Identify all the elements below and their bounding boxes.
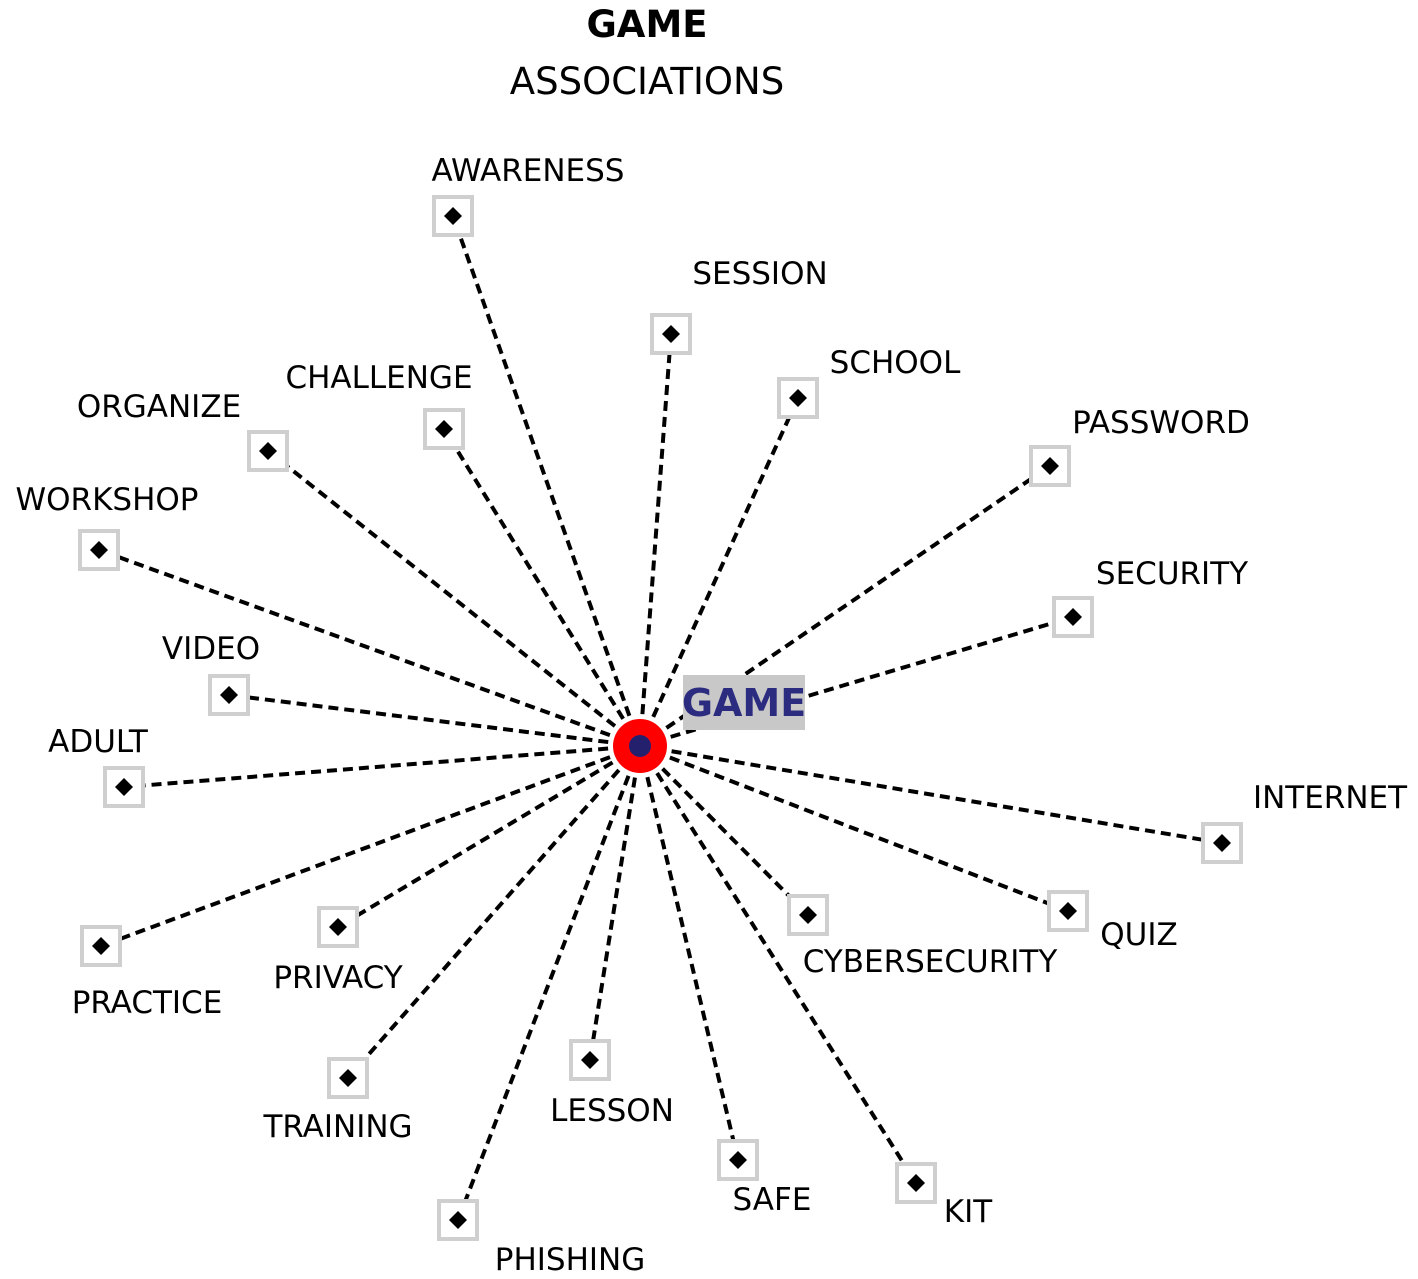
node-label-challenge: CHALLENGE <box>285 360 472 396</box>
node-marker-cybersecurity <box>799 906 817 924</box>
node-label-adult: ADULT <box>48 724 149 760</box>
spoke-cybersecurity <box>638 744 810 917</box>
spoke-security <box>639 615 1074 748</box>
node-marker-challenge <box>435 420 453 438</box>
node-label-phishing: PHISHING <box>495 1242 646 1278</box>
node-marker-quiz <box>1059 902 1077 920</box>
node-awareness: AWARENESS <box>432 153 625 237</box>
node-marker-training <box>339 1069 357 1087</box>
node-cybersecurity: CYBERSECURITY <box>787 894 1058 980</box>
node-password: PASSWORD <box>1029 405 1250 487</box>
node-label-internet: INTERNET <box>1253 780 1408 816</box>
diagram-subtitle: ASSOCIATIONS <box>510 60 784 103</box>
node-label-training: TRAINING <box>262 1109 412 1145</box>
spoke-challenge <box>442 427 642 748</box>
node-marker-lesson <box>581 1051 599 1069</box>
node-label-security: SECURITY <box>1096 556 1248 592</box>
node-label-privacy: PRIVACY <box>273 960 402 996</box>
node-label-awareness: AWARENESS <box>432 153 625 189</box>
spoke-phishing <box>456 745 642 1221</box>
node-marker-organize <box>259 442 277 460</box>
center-label-background <box>683 675 805 730</box>
node-lesson: LESSON <box>550 1039 674 1129</box>
node-video: VIDEO <box>162 631 260 716</box>
node-school: SCHOOL <box>777 345 961 419</box>
node-marker-workshop <box>90 541 108 559</box>
node-adult: ADULT <box>48 724 149 808</box>
spoke-organize <box>266 449 642 748</box>
spoke-privacy <box>336 744 642 929</box>
node-marker-video <box>220 686 238 704</box>
center-label: GAME <box>682 681 806 725</box>
node-privacy: PRIVACY <box>273 906 403 996</box>
center-dot <box>629 735 651 757</box>
node-marker-password <box>1041 457 1059 475</box>
node-label-password: PASSWORD <box>1072 405 1250 441</box>
node-training: TRAINING <box>262 1057 413 1145</box>
node-challenge: CHALLENGE <box>285 360 473 450</box>
node-box-training <box>327 1057 369 1099</box>
node-marker-awareness <box>444 207 462 225</box>
spoke-kit <box>638 744 918 1185</box>
node-marker-school <box>789 389 807 407</box>
node-session: SESSION <box>650 256 828 355</box>
node-marker-safe <box>729 1151 747 1169</box>
center-node: GAME <box>613 675 806 773</box>
node-internet: INTERNET <box>1201 780 1408 864</box>
node-marker-practice <box>92 937 110 955</box>
node-label-quiz: QUIZ <box>1100 917 1177 953</box>
node-kit: KIT <box>895 1162 993 1230</box>
node-group: AWARENESS SESSION SCHOOL PASSWORD SECURITY IN… <box>15 153 1408 1278</box>
spoke-adult <box>123 744 641 789</box>
spoke-awareness <box>451 215 642 747</box>
spoke-practice <box>100 744 641 948</box>
node-label-kit: KIT <box>944 1194 993 1230</box>
spoke-quiz <box>639 744 1069 913</box>
node-label-session: SESSION <box>692 256 827 292</box>
node-safe: SAFE <box>717 1139 812 1218</box>
spoke-internet <box>639 744 1223 845</box>
node-label-workshop: WORKSHOP <box>15 482 198 518</box>
spoke-safe <box>638 745 740 1161</box>
node-label-organize: ORGANIZE <box>77 389 241 425</box>
node-security: SECURITY <box>1052 556 1248 638</box>
node-marker-security <box>1064 608 1082 626</box>
node-label-lesson: LESSON <box>550 1093 674 1129</box>
node-marker-phishing <box>449 1211 467 1229</box>
node-label-video: VIDEO <box>162 631 260 667</box>
spoke-lines <box>98 215 1223 1221</box>
node-box-phishing <box>437 1199 479 1241</box>
spoke-session <box>638 333 673 747</box>
node-label-practice: PRACTICE <box>72 985 223 1021</box>
node-marker-internet <box>1213 834 1231 852</box>
node-marker-privacy <box>329 918 347 936</box>
node-marker-session <box>662 325 680 343</box>
node-practice: PRACTICE <box>72 925 223 1021</box>
node-label-safe: SAFE <box>733 1182 812 1218</box>
spoke-lesson <box>588 745 642 1061</box>
node-quiz: QUIZ <box>1047 890 1178 953</box>
spoke-video <box>228 693 641 748</box>
node-marker-adult <box>115 778 133 796</box>
node-box-video <box>208 674 250 716</box>
node-marker-kit <box>907 1174 925 1192</box>
node-box-workshop <box>78 529 120 571</box>
node-phishing: PHISHING <box>437 1199 646 1278</box>
spoke-training <box>346 744 642 1080</box>
node-organize: ORGANIZE <box>77 389 289 472</box>
node-label-school: SCHOOL <box>830 345 961 381</box>
node-workshop: WORKSHOP <box>15 482 199 571</box>
node-box-practice <box>80 925 122 967</box>
diagram-title: GAME <box>586 3 707 46</box>
node-label-cybersecurity: CYBERSECURITY <box>803 944 1058 980</box>
